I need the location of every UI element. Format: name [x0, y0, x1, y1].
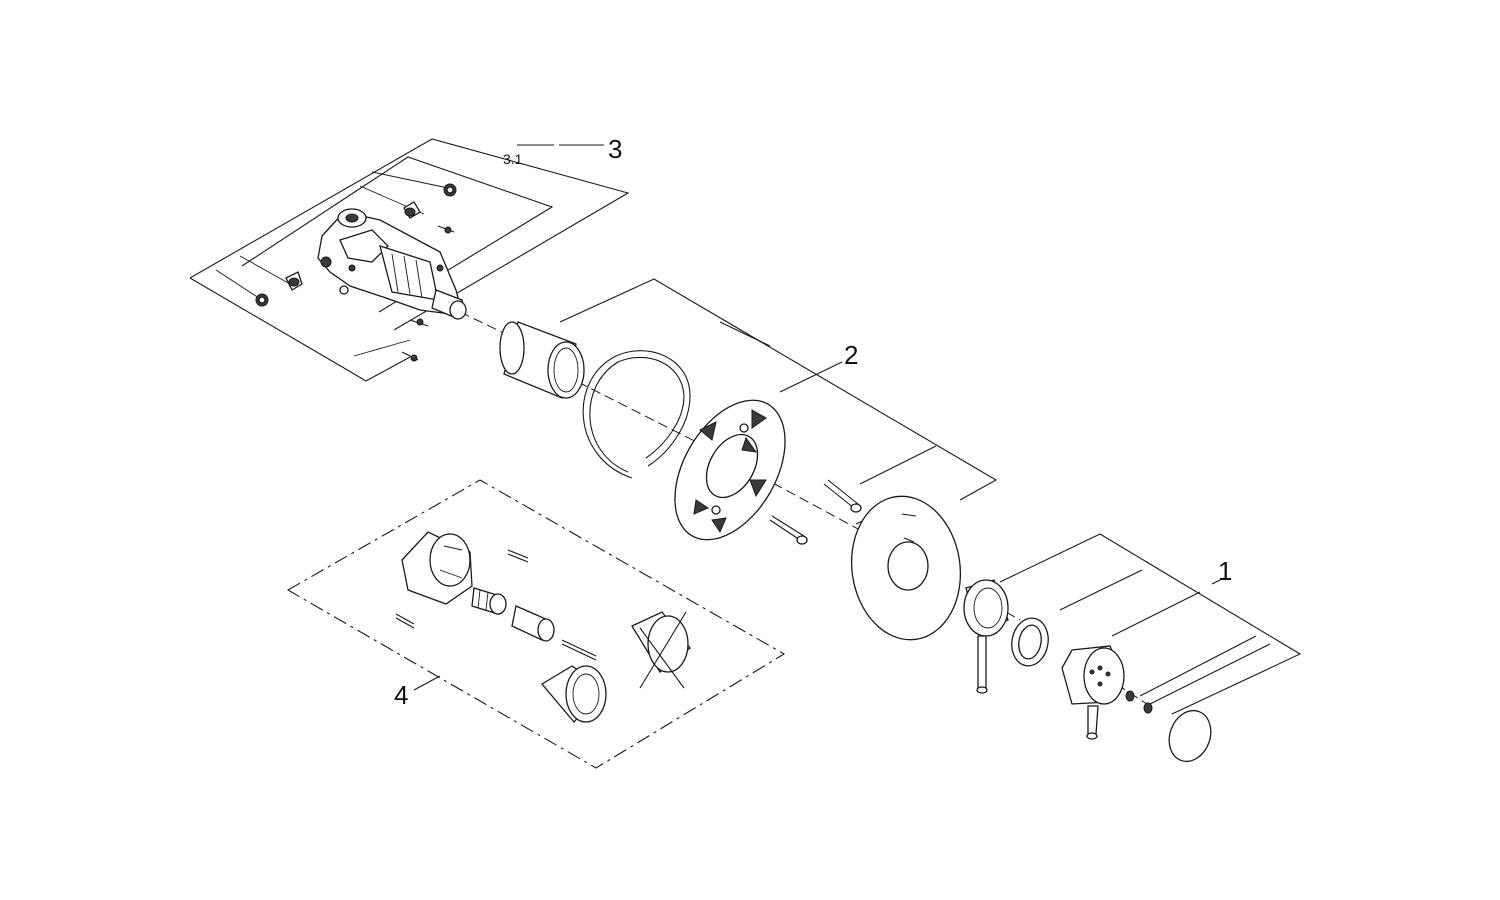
label-part-4: 4 [394, 680, 408, 710]
escutcheon-plate [850, 495, 962, 641]
group-4-kit [286, 479, 786, 769]
group-3-small-parts [255, 183, 457, 362]
label-part-2: 2 [844, 340, 858, 370]
long-screws [769, 479, 862, 545]
group-3-leaders [189, 138, 630, 382]
label-part-3-1: 3.1 [503, 151, 523, 167]
sleeve [499, 321, 585, 399]
lever-handle [1061, 645, 1125, 740]
label-part-3: 3 [608, 134, 622, 164]
retaining-ring [582, 350, 691, 479]
handle-sleeve [963, 579, 1009, 694]
small-screws-1 [1125, 690, 1153, 714]
cap [1168, 709, 1212, 763]
label-part-1: 1 [1218, 556, 1232, 586]
group-2-leaders [559, 278, 998, 525]
group-1-leaders [999, 533, 1302, 715]
o-ring [1011, 617, 1049, 667]
mounting-plate [674, 399, 786, 541]
valve-body [317, 208, 467, 320]
